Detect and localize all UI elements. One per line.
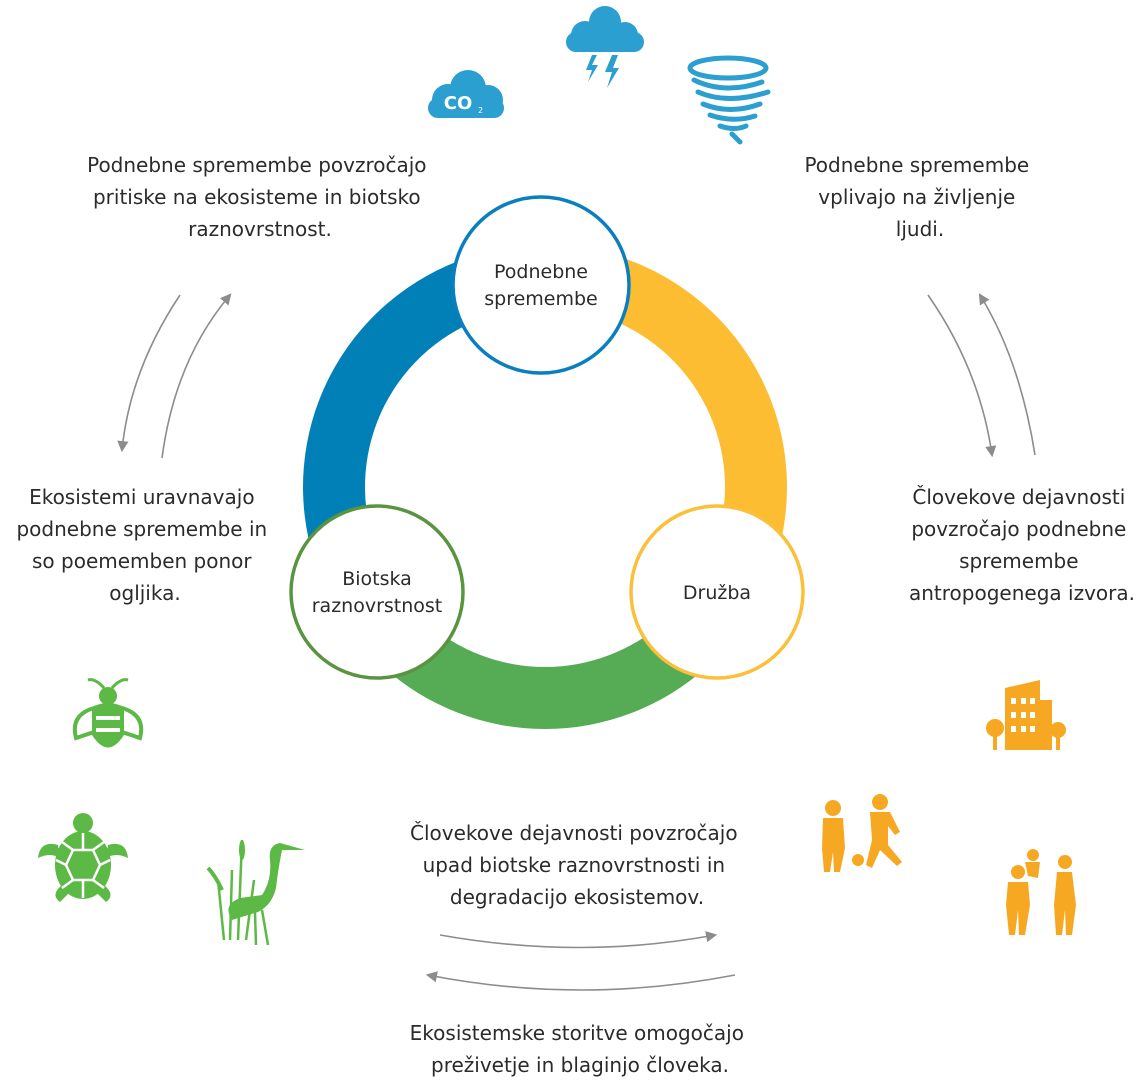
- co2-subscript: 2: [478, 106, 483, 115]
- caption-line: spremembe: [959, 549, 1078, 573]
- co2-label: CO: [444, 93, 473, 114]
- arrow-bottom-right: [439, 931, 718, 949]
- node-biodiversity-label-line: Biotska: [342, 568, 412, 590]
- caption-line: Podnebne spremembe: [804, 153, 1029, 177]
- node-climate-circle: [451, 195, 631, 375]
- arrow-left-up: [161, 293, 232, 459]
- caption-bottom-lower: Ekosistemske storitve omogočajo preživet…: [410, 1021, 751, 1077]
- turtle-icon: [38, 813, 128, 902]
- caption-line: pritiske na ekosisteme in biotsko: [93, 185, 421, 209]
- node-biodiversity-label-line: raznovrstnost: [312, 595, 443, 617]
- node-society-label: Družba: [683, 582, 751, 604]
- caption-line: ogljika.: [109, 581, 180, 605]
- arrow-bottom-left: [425, 971, 736, 991]
- arrow-right-down: [927, 294, 997, 458]
- caption-line: so poememben ponor: [32, 549, 252, 573]
- arrows: [117, 293, 1036, 991]
- caption-line: upad biotske raznovrstnosti in: [423, 853, 726, 877]
- caption-line: Podnebne spremembe povzročajo: [87, 153, 426, 177]
- caption-line: raznovrstnost.: [188, 217, 332, 241]
- arc-climate-biodiversity: [303, 256, 490, 562]
- node-biodiversity-circle: [289, 504, 465, 680]
- arrow-left-down: [117, 294, 181, 453]
- node-biodiversity: Biotska raznovrstnost: [289, 504, 465, 680]
- node-society: Družba: [629, 504, 805, 680]
- arc-climate-society: [600, 256, 787, 562]
- co2-cloud-icon: CO 2: [428, 70, 504, 118]
- arc-biodiversity-society: [383, 620, 707, 730]
- tornado-icon: [687, 55, 771, 145]
- cycle-ring: [303, 256, 787, 730]
- children-playing-icon: [822, 794, 902, 872]
- caption-line: podnebne spremembe in: [16, 517, 267, 541]
- caption-line: antropogenega izvora.: [909, 581, 1135, 605]
- caption-line: Ekosistemske storitve omogočajo: [410, 1021, 744, 1045]
- arrow-right-up: [978, 293, 1036, 456]
- caption-line: Človekove dejavnosti povzročajo: [410, 821, 738, 845]
- caption-right: Človekove dejavnosti povzročajo podnebne…: [909, 485, 1135, 605]
- caption-line: povzročajo podnebne: [911, 517, 1126, 541]
- caption-left: Ekosistemi uravnavajo podnebne spremembe…: [16, 485, 273, 605]
- caption-top-left: Podnebne spremembe povzročajo pritiske n…: [87, 153, 433, 241]
- node-climate-label-line: Podnebne: [494, 261, 588, 283]
- caption-line: degradacijo ekosistemov.: [450, 885, 704, 909]
- node-climate: Podnebne spremembe: [451, 195, 631, 375]
- caption-top-right: Podnebne spremembe vplivajo na življenje…: [804, 153, 1035, 241]
- bee-icon: [72, 678, 144, 748]
- node-climate-label-line: spremembe: [484, 288, 598, 310]
- node-society-circle: [629, 504, 805, 680]
- caption-line: Ekosistemi uravnavajo: [29, 485, 255, 509]
- caption-bottom-upper: Človekove dejavnosti povzročajo upad bio…: [410, 821, 744, 909]
- caption-line: ljudi.: [896, 217, 944, 241]
- caption-line: Človekove dejavnosti: [912, 485, 1125, 509]
- caption-line: preživetje in blaginjo človeka.: [431, 1053, 729, 1077]
- caption-line: vplivajo na življenje: [818, 185, 1015, 209]
- city-buildings-icon: [986, 680, 1066, 750]
- family-icon: [1006, 849, 1076, 935]
- thunderstorm-icon: [566, 6, 644, 88]
- heron-reeds-icon: [206, 839, 305, 946]
